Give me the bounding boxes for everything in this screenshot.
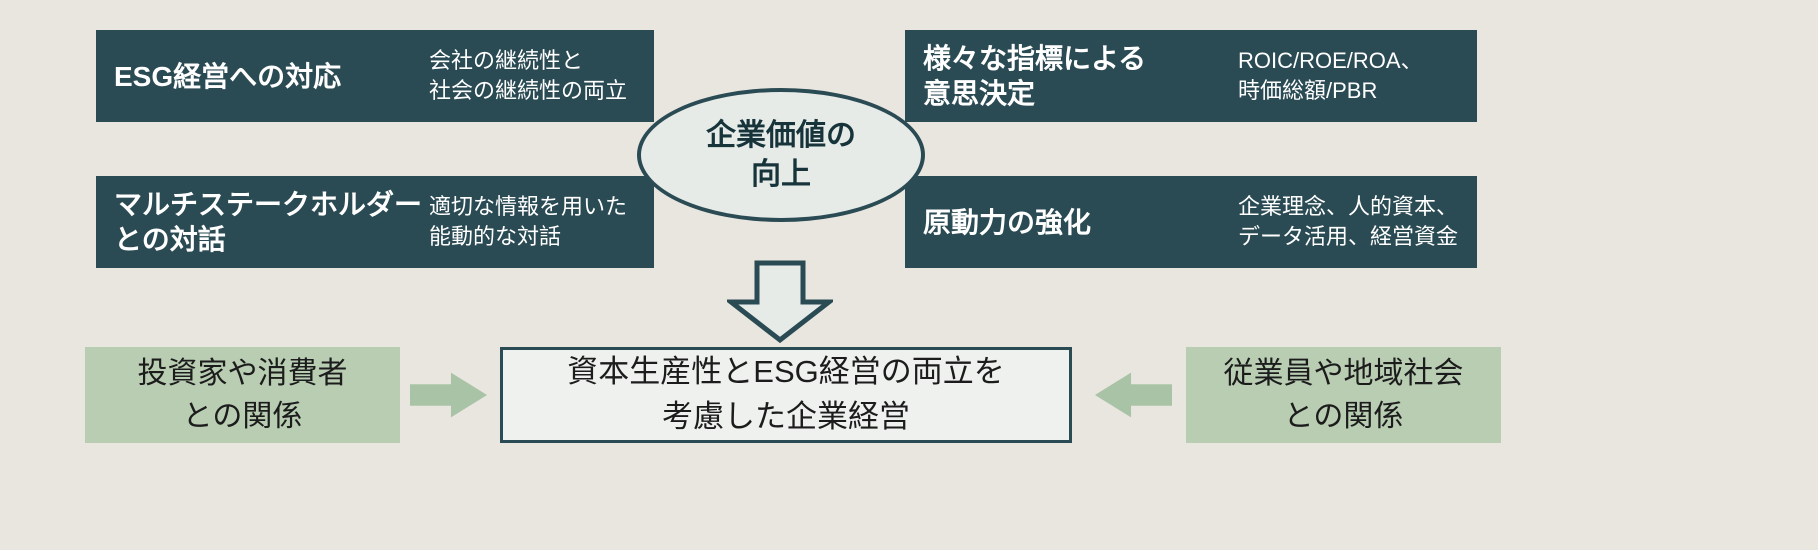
box-esg-title: ESG経営への対応: [114, 60, 342, 92]
investors-consumers-box: 投資家や消費者 との関係: [85, 347, 400, 443]
management-conclusion-label: 資本生産性とESG経営の両立を 考慮した企業経営: [567, 354, 1005, 434]
box-stakeholder-dialogue: マルチステークホルダー との対話 適切な情報を用いた 能動的な対話: [96, 176, 654, 268]
box-driving-force-title: 原動力の強化: [923, 206, 1092, 238]
box-indicators-title: 様々な指標による 意思決定: [923, 43, 1147, 109]
box-esg-desc: 会社の継続性と 社会の継続性の両立: [429, 48, 628, 103]
box-indicators-decision: 様々な指標による 意思決定 ROIC/ROE/ROA、 時価総額/PBR: [905, 30, 1477, 122]
management-conclusion-box: 資本生産性とESG経営の両立を 考慮した企業経営: [500, 347, 1072, 443]
box-indicators-desc: ROIC/ROE/ROA、 時価総額/PBR: [1238, 48, 1423, 103]
corporate-value-label: 企業価値の 向上: [706, 119, 856, 191]
box-stakeholder-desc: 適切な情報を用いた 能動的な対話: [429, 194, 628, 249]
left-arrow-icon: [1094, 372, 1172, 418]
down-arrow-icon: [727, 260, 833, 344]
box-driving-force: 原動力の強化 企業理念、人的資本、 データ活用、経営資金: [905, 176, 1477, 268]
employees-community-label: 従業員や地域社会 との関係: [1223, 356, 1464, 434]
box-driving-force-desc: 企業理念、人的資本、 データ活用、経営資金: [1238, 194, 1459, 249]
investors-consumers-label: 投資家や消費者 との関係: [137, 356, 348, 434]
box-esg-response: ESG経営への対応 会社の継続性と 社会の継続性の両立: [96, 30, 654, 122]
box-stakeholder-title: マルチステークホルダー との対話: [114, 189, 423, 255]
employees-community-box: 従業員や地域社会 との関係: [1186, 347, 1501, 443]
corporate-value-ellipse: 企業価値の 向上: [637, 88, 925, 222]
right-arrow-icon: [410, 372, 488, 418]
